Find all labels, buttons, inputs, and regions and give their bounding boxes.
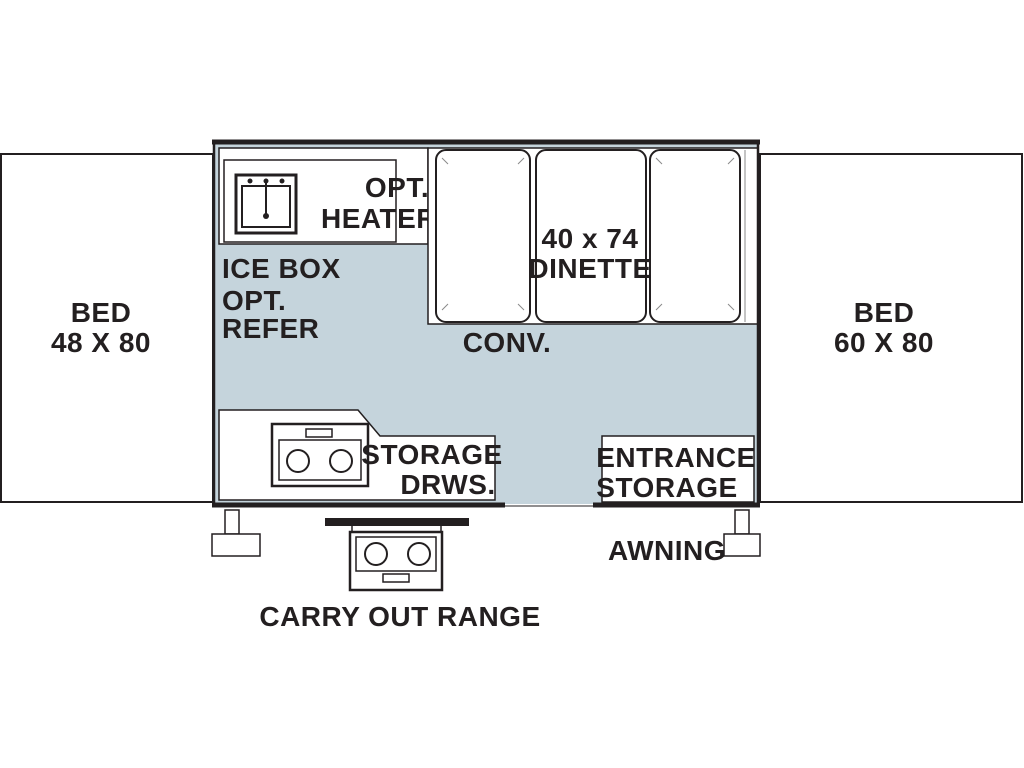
- storage-label-1: STORAGE: [361, 439, 502, 470]
- dinette-conv-label: CONV.: [463, 327, 552, 358]
- range-shelf: [325, 518, 469, 526]
- trailer-body: OPT. HEATER ICE BOX OPT. REFER 40 x 74 D…: [212, 139, 760, 508]
- left-bed-size: 48 X 80: [51, 327, 151, 358]
- right-bed-name: BED: [854, 297, 915, 328]
- stove-icon: [270, 422, 370, 488]
- right-bed-outline: [759, 153, 1023, 503]
- entrance-storage-box: [601, 435, 755, 503]
- left-bed-outline: [0, 153, 214, 503]
- icebox-label-3: REFER: [222, 313, 319, 344]
- carry-out-range-label: CARRY OUT RANGE: [259, 601, 540, 632]
- heater-label-2: HEATER: [321, 203, 437, 234]
- heater-label-1: OPT.: [365, 172, 429, 203]
- left-stabilizer: [211, 509, 261, 557]
- right-bed: BED 60 X 80: [759, 153, 1023, 503]
- left-bed: BED 48 X 80: [0, 153, 214, 503]
- left-bed-name: BED: [71, 297, 132, 328]
- cushion-creases: [441, 150, 746, 322]
- icebox-label-2: OPT.: [222, 285, 286, 316]
- dinette-name: DINETTE: [528, 253, 651, 284]
- entrance-label-1: ENTRANCE: [596, 442, 756, 473]
- dinette-seat-left: [435, 149, 531, 323]
- carry-out-stove-icon: [348, 530, 444, 592]
- storage-label-2: DRWS.: [400, 469, 495, 500]
- dinette-table: [535, 149, 647, 323]
- awning-label: AWNING: [608, 535, 726, 566]
- right-stabilizer: [723, 509, 761, 557]
- dinette-seat-right: [649, 149, 741, 323]
- entrance-label-2: STORAGE: [596, 472, 737, 503]
- icebox-label-1: ICE BOX: [222, 253, 341, 284]
- right-bed-size: 60 X 80: [834, 327, 934, 358]
- sink-icon: [234, 173, 298, 235]
- carry-out-range: CARRY OUT RANGE: [259, 518, 540, 632]
- dinette-size: 40 x 74: [542, 223, 639, 254]
